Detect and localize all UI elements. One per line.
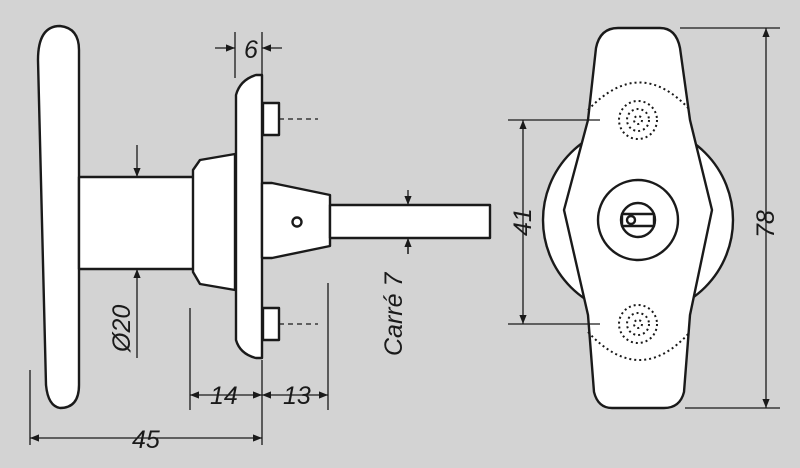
screw-head-bottom [261, 306, 281, 342]
handle-grip [36, 24, 81, 410]
dim-overall-height: 78 [752, 210, 780, 238]
screw-cover-top [618, 100, 658, 140]
rose-boss [191, 152, 237, 292]
handle-contour-bottom [587, 331, 691, 361]
dim-shank-diameter: Ø20 [108, 305, 136, 353]
dim-screw-spacing: 41 [509, 208, 537, 236]
dim-shank-length: 14 [210, 382, 238, 410]
handle-contour-top [587, 81, 691, 111]
screw-cover-bottom [618, 304, 658, 344]
dim-plate-thickness: 6 [244, 36, 258, 64]
mounting-plate [234, 73, 264, 360]
dim-spindle-length: 13 [283, 382, 311, 410]
front-view: 41 78 [508, 26, 780, 410]
square-spindle [328, 203, 492, 240]
dim-spindle-square: Carré 7 [380, 272, 408, 356]
handle-shank [77, 175, 196, 271]
dim-overall-depth: 45 [132, 426, 160, 454]
keyhole-dot [625, 214, 637, 226]
screw-head-top [261, 101, 281, 137]
side-view: 6 Ø20 Carré 7 14 13 45 [29, 24, 492, 454]
pin-hole [291, 216, 303, 228]
